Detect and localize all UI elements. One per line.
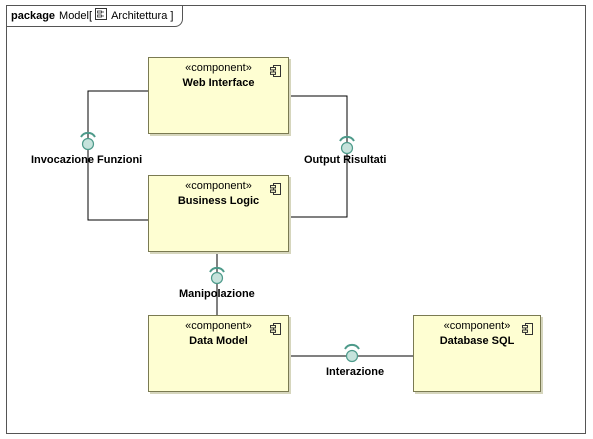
- component-stereotype: «component»: [185, 180, 252, 192]
- interface-label-interazione: Interazione: [326, 366, 385, 378]
- component-stereotype: «component»: [185, 320, 252, 332]
- component-stereotype: «component»: [443, 320, 511, 332]
- package-icon: [94, 7, 108, 28]
- component-database-sql[interactable]: «component» Database SQL: [413, 315, 541, 392]
- component-icon: [270, 322, 281, 340]
- component-name: Database SQL: [439, 335, 515, 347]
- interface-output-icon: [339, 135, 355, 155]
- component-icon: [270, 182, 281, 200]
- interface-interazione-icon: [344, 343, 360, 363]
- connector-output: [289, 95, 348, 218]
- component-stereotype: «component»: [185, 62, 252, 74]
- package-keyword: package: [11, 10, 56, 22]
- interface-label-manipolazione: Manipolazione: [179, 288, 255, 300]
- interface-invocazione-icon: [80, 131, 96, 151]
- interface-label-output: Output Risultati: [304, 154, 387, 166]
- component-name: Web Interface: [182, 77, 255, 89]
- component-name: Business Logic: [177, 195, 260, 207]
- diagram-name: Architettura ]: [111, 10, 174, 22]
- connector-invocazione: [87, 90, 148, 221]
- interface-label-invocazione: Invocazione Funzioni: [31, 154, 143, 166]
- component-web-interface[interactable]: «component» Web Interface: [148, 57, 289, 134]
- component-business-logic[interactable]: «component» Business Logic: [148, 175, 289, 252]
- package-name: Model[: [59, 10, 93, 22]
- component-icon: [270, 64, 281, 82]
- component-name: Data Model: [189, 335, 248, 347]
- component-icon: [522, 322, 533, 340]
- interface-manipolazione-icon: [209, 266, 225, 285]
- component-data-model[interactable]: «component» Data Model: [148, 315, 289, 392]
